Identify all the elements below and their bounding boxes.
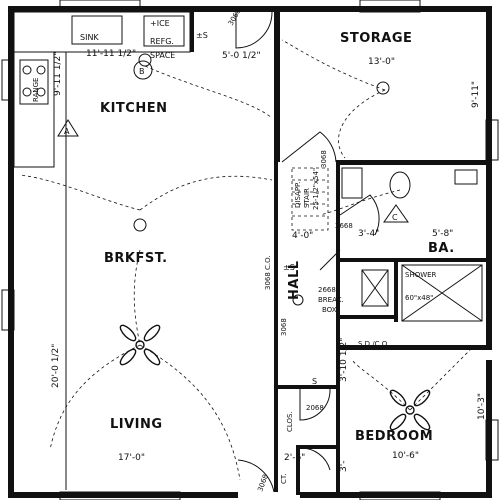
ceiling-fan-icon xyxy=(119,324,161,366)
kitchen-counters xyxy=(13,11,191,490)
marker-c-label: C xyxy=(392,213,398,222)
dim-clos-width: 2'-6" xyxy=(284,453,305,463)
label-range: RANGE xyxy=(32,78,40,102)
label-box: BOX xyxy=(322,306,337,314)
label-refg: REFG. xyxy=(150,37,174,46)
door-code-hall-front: 3068 C.O. xyxy=(264,255,272,290)
label-ice: +ICE xyxy=(150,19,170,28)
outlet-kitchen: ±S xyxy=(196,31,208,40)
range xyxy=(19,59,49,105)
dim-ba-width: 5'-8" xyxy=(432,229,453,239)
electrical-runs xyxy=(19,39,471,481)
bath-fixtures xyxy=(341,167,483,322)
label-ct: CT. xyxy=(280,473,288,484)
door-code-ba: 2668 xyxy=(335,222,353,230)
label-disapp: DISAPP. xyxy=(294,182,302,208)
marker-b-label: B xyxy=(139,67,145,76)
marker-c: C xyxy=(383,204,409,223)
door-code-break: 2668 xyxy=(318,286,336,294)
interior-walls xyxy=(190,12,486,495)
door-code-hall-1: 3068 xyxy=(320,150,328,168)
dim-kitchen-to-wall: 5'-0 1/2" xyxy=(222,51,261,61)
room-label-living: LIVING xyxy=(110,417,163,432)
dim-hall-width: 4'-0" xyxy=(292,231,313,241)
disappearing-stair xyxy=(291,167,329,231)
room-label-bedroom: BEDROOM xyxy=(355,429,433,444)
room-label-storage: STORAGE xyxy=(340,31,412,46)
door-code-living: 3068 xyxy=(256,473,270,492)
label-stair-size: 25-1/2"x54" xyxy=(312,168,320,210)
light-icon xyxy=(376,81,390,95)
ceiling-fan-icon xyxy=(389,389,431,431)
outlet-hall: ±S xyxy=(283,263,295,272)
dim-range-depth: 9'-11 1/2" xyxy=(53,52,63,96)
room-label-ba: BA. xyxy=(428,241,455,256)
label-shower: SHOWER xyxy=(405,271,437,279)
light-icon xyxy=(133,218,147,232)
door-swings xyxy=(235,11,380,493)
ceiling-lights xyxy=(133,53,390,306)
dim-clos-offset: 3'- xyxy=(339,461,349,472)
light-icon xyxy=(138,53,152,67)
light-icon xyxy=(292,294,304,306)
dim-bedroom-width: 10'-6" xyxy=(392,451,419,461)
dim-ba-door-offset: 3'-4" xyxy=(358,229,379,239)
room-label-kitchen: KITCHEN xyxy=(100,101,167,116)
dim-storage-width: 13'-0" xyxy=(368,57,395,67)
room-label-brkfst: BRKFST. xyxy=(104,251,168,266)
shower xyxy=(401,264,483,322)
dim-living-width: 17'-0" xyxy=(118,453,145,463)
marker-b: B xyxy=(133,60,153,80)
breaker-box xyxy=(361,269,389,307)
door-code-hall-2: 3068 xyxy=(280,318,288,336)
dim-living-depth: 20'-0 1/2" xyxy=(51,344,61,388)
label-sink: SINK xyxy=(80,33,99,42)
label-stair: STAIR xyxy=(303,188,311,208)
dim-kitchen-sink-width: 11'-11 1/2" xyxy=(86,49,136,59)
label-sd-co: S.D./C.O. xyxy=(358,340,389,348)
label-refg-space: SPACE xyxy=(150,51,175,60)
dim-hall-to-bedroom: 3'-10 1/2" xyxy=(339,338,349,382)
label-break: BREAK. xyxy=(318,296,344,304)
outlet-bed: S xyxy=(312,377,317,386)
label-shower-size: 60"x48" xyxy=(405,294,433,302)
marker-a: A xyxy=(57,119,79,137)
dim-storage-depth: 9'-11" xyxy=(471,81,481,108)
marker-a-label: A xyxy=(64,127,70,136)
toilet xyxy=(389,171,411,199)
dim-bedroom-depth: 10'-3" xyxy=(477,393,487,420)
room-label-hall: HALL xyxy=(287,260,302,300)
sink xyxy=(71,15,123,45)
label-clos: CLOS. xyxy=(286,411,294,432)
door-code-clos: 2068 xyxy=(306,404,324,412)
